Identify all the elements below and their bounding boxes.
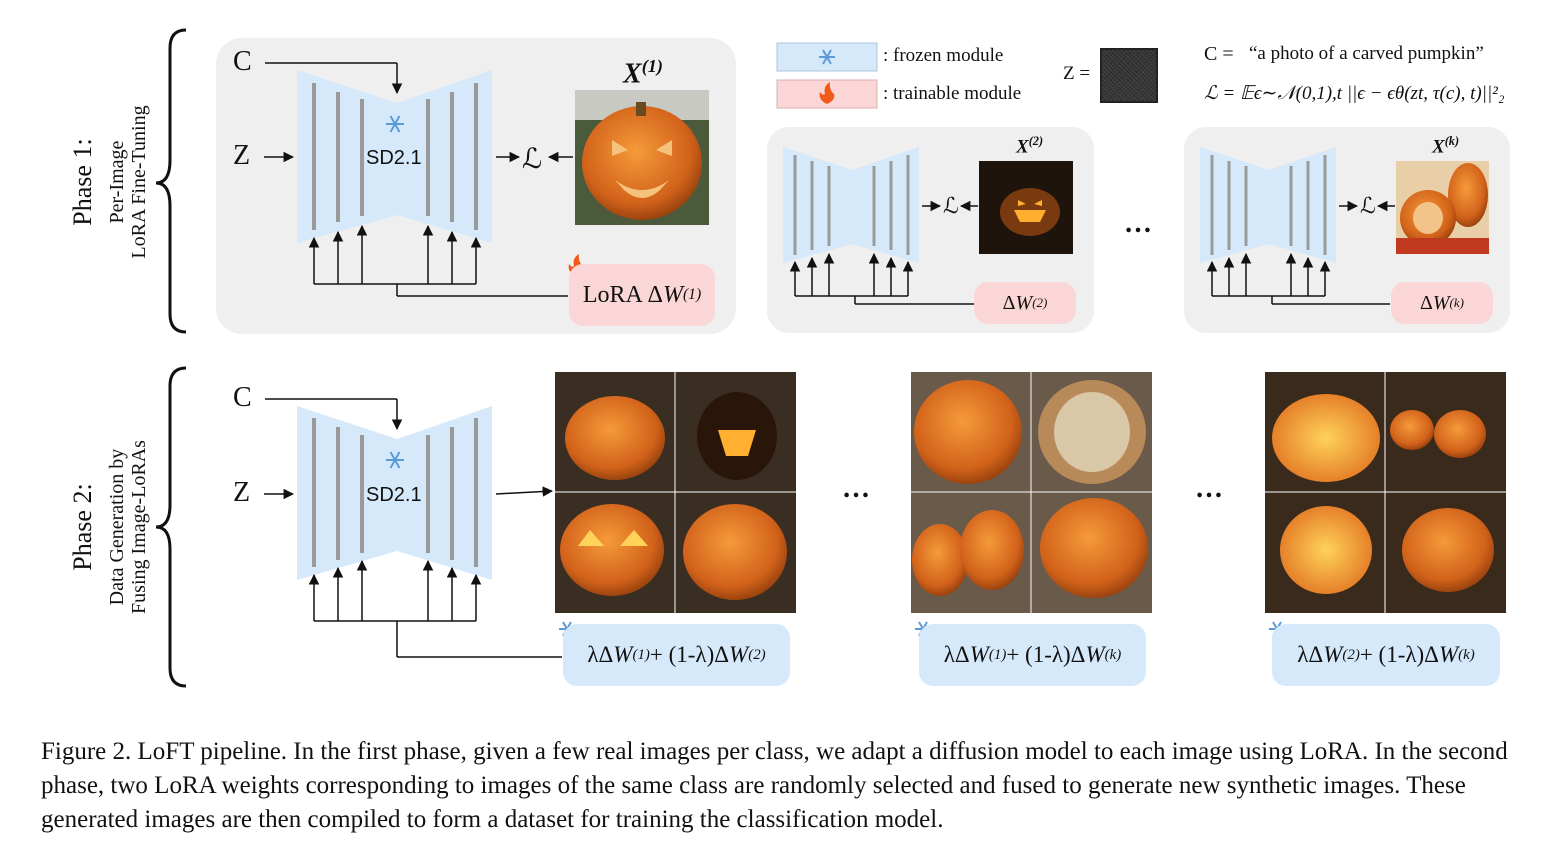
snowflake-icon <box>386 451 404 469</box>
fire-icon <box>819 82 835 104</box>
phase1-loss-2: ℒ <box>943 193 959 218</box>
phase2-ellipsis-1: … <box>842 473 870 504</box>
unet-phase2 <box>297 406 492 580</box>
snowflake-icon <box>819 49 835 65</box>
noise-image <box>1100 48 1158 103</box>
legend-frozen-text: : frozen module <box>883 45 1004 66</box>
unet-phase1-2 <box>783 147 919 263</box>
image-x1-label: X(1) <box>623 56 663 90</box>
phase2-cond-label: C <box>233 382 252 413</box>
image-xk <box>1396 161 1489 254</box>
legend-c-text: “a photo of a carved pumpkin” <box>1249 43 1484 64</box>
phase1-brace <box>155 28 187 334</box>
phase2-brace <box>155 366 187 688</box>
phase1-title: Phase 1: <box>68 138 97 226</box>
phase2-sub: Data Generation by Fusing Image-LoRAs <box>106 440 150 614</box>
generated-grid-1 <box>555 372 796 613</box>
legend-z-eq: Z = <box>1063 63 1091 84</box>
image-x1 <box>575 90 709 225</box>
phase1-noise-label: Z <box>233 140 251 171</box>
phase1-ellipsis: … <box>1124 208 1152 239</box>
phase1-cond-label: C <box>233 46 252 77</box>
image-x2-label: X(2) <box>1016 134 1044 158</box>
image-x2 <box>979 161 1073 254</box>
legend-trainable-text: : trainable module <box>883 83 1022 104</box>
legend-loss-eq: ℒ = 𝔼ϵ∼𝒩(0,1),t ||ϵ − ϵθ(zt, τ(c), t)||²… <box>1204 83 1505 104</box>
phase1-loss-k: ℒ <box>1360 193 1376 218</box>
phase2-title: Phase 2: <box>68 483 97 571</box>
phase2-noise-label: Z <box>233 477 251 508</box>
phase2-ellipsis-2: … <box>1195 473 1223 504</box>
legend-c-eq: C = <box>1204 43 1234 65</box>
unet-phase1-k <box>1200 147 1336 263</box>
phase2-model-label: SD2.1 <box>366 484 422 506</box>
snowflake-icon <box>386 115 404 133</box>
figure-caption: Figure 2. LoFT pipeline. In the first ph… <box>41 738 1508 833</box>
unet-phase1 <box>297 70 492 243</box>
generated-grid-2 <box>911 372 1152 613</box>
phase1-loss: ℒ <box>522 144 543 175</box>
phase1-model-label: SD2.1 <box>366 147 422 169</box>
generated-grid-3 <box>1265 372 1506 613</box>
image-xk-label: X(k) <box>1432 134 1460 158</box>
phase1-sub: Per-Image LoRA Fine-Tuning <box>106 105 150 259</box>
